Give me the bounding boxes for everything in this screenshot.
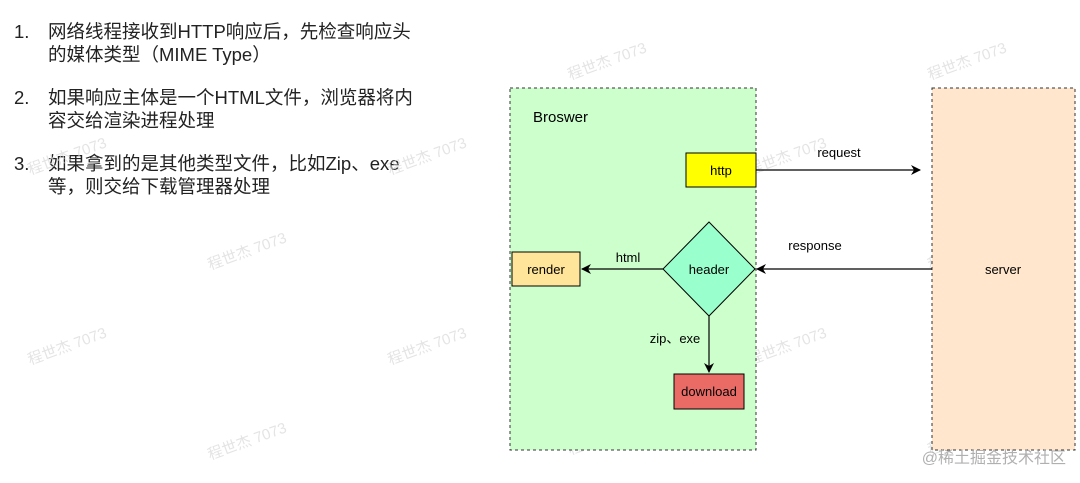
- watermark-text: 程世杰 7073: [206, 230, 289, 274]
- note-text: 如果响应主体是一个HTML文件，浏览器将内容交给渲染进程处理: [48, 87, 413, 131]
- render-label: render: [527, 262, 565, 277]
- watermark-text: 程世杰 7073: [926, 40, 1009, 84]
- server-container: [931, 87, 1076, 451]
- note-number: 1.: [14, 21, 30, 42]
- server-label: server: [985, 262, 1022, 277]
- watermark-text: 程世杰 7073: [386, 325, 469, 369]
- note-item: 1. 网络线程接收到HTTP响应后，先检查响应头的媒体类型（MIME Type）: [14, 20, 414, 66]
- note-number: 3.: [14, 153, 30, 174]
- request-edge-label: request: [817, 145, 861, 160]
- watermark-text: 程世杰 7073: [566, 40, 649, 84]
- watermark-text: 程世杰 7073: [26, 325, 109, 369]
- watermark-text: 程世杰 7073: [26, 135, 109, 179]
- browser-label: Broswer: [533, 109, 588, 126]
- notes-list: 1. 网络线程接收到HTTP响应后，先检查响应头的媒体类型（MIME Type）…: [14, 20, 414, 218]
- note-text: 网络线程接收到HTTP响应后，先检查响应头的媒体类型（MIME Type）: [48, 21, 411, 65]
- download-node: [673, 373, 745, 410]
- watermark-text: 程世杰 7073: [746, 325, 829, 369]
- render-node: [511, 251, 581, 287]
- zip-exe-edge-label: zip、exe: [650, 331, 701, 346]
- watermark-text: 程世杰 7073: [206, 420, 289, 464]
- note-number: 2.: [14, 87, 30, 108]
- watermark-text: 程世杰 7073: [386, 135, 469, 179]
- response-edge-label: response: [788, 238, 841, 253]
- http-label: http: [710, 163, 732, 178]
- html-edge-label: html: [616, 250, 641, 265]
- note-item: 3. 如果拿到的是其他类型文件，比如Zip、exe等，则交给下载管理器处理: [14, 152, 414, 198]
- download-label: download: [681, 384, 737, 399]
- note-text: 如果拿到的是其他类型文件，比如Zip、exe等，则交给下载管理器处理: [48, 153, 400, 197]
- header-label: header: [689, 262, 730, 277]
- http-node: [685, 152, 757, 188]
- footer-credit: @稀土掘金技术社区: [922, 449, 1066, 467]
- note-item: 2. 如果响应主体是一个HTML文件，浏览器将内容交给渲染进程处理: [14, 86, 414, 132]
